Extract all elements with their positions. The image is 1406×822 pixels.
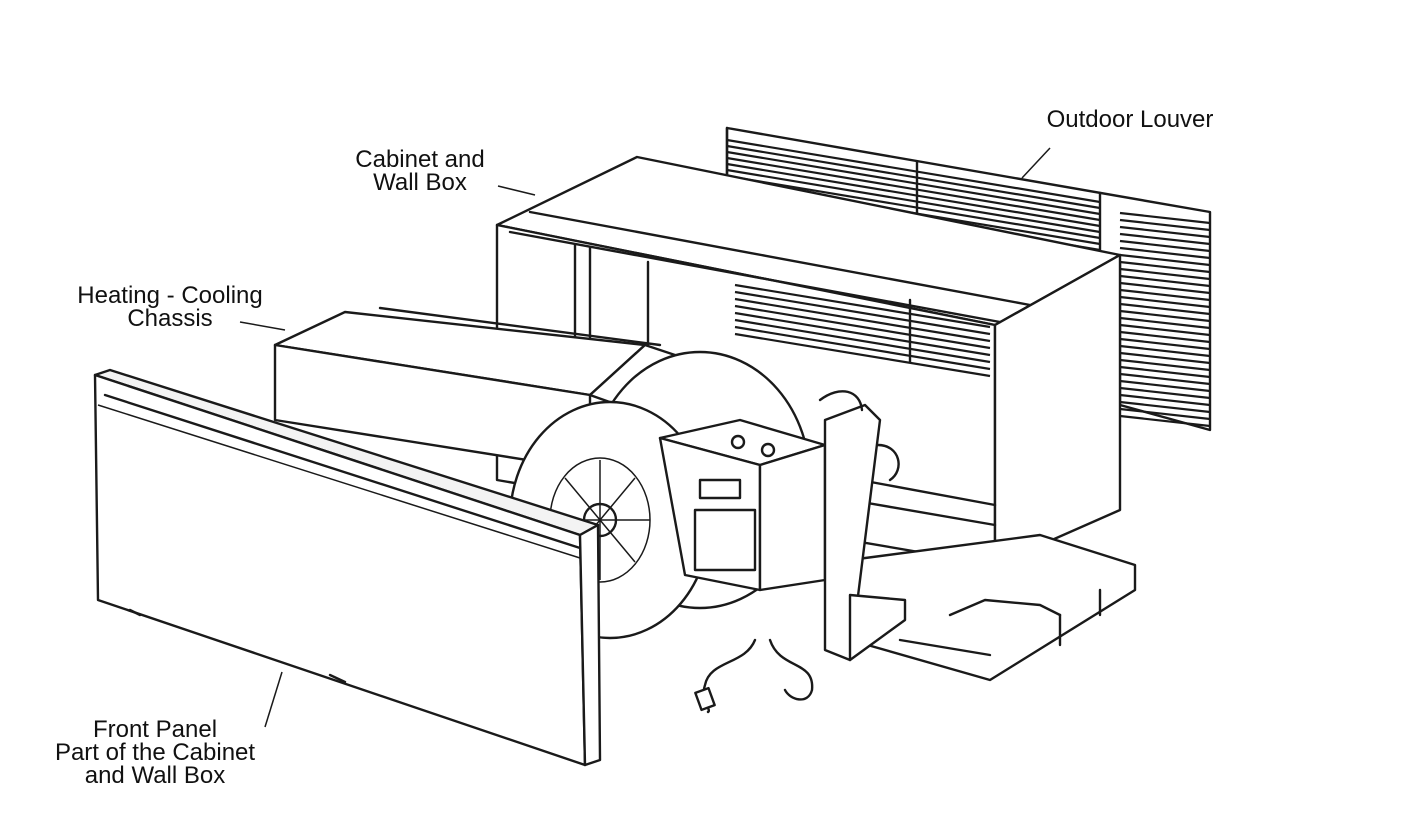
base-pan: [848, 533, 1137, 682]
louver-slat: [1119, 218, 1211, 232]
louver-slat: [1119, 386, 1211, 400]
louver-slat: [1119, 211, 1211, 225]
inner-louver-slat: [734, 311, 991, 357]
louver-slat: [1119, 288, 1211, 302]
louver-slat: [726, 156, 1101, 222]
label-line: Heating - Cooling: [77, 282, 263, 309]
louver-slat: [726, 138, 1101, 204]
inner-louver-slat: [734, 318, 991, 364]
louver-slat: [1119, 407, 1211, 421]
inner-louver-slat: [734, 325, 991, 371]
louver-slat: [1119, 344, 1211, 358]
louver-slat: [1119, 302, 1211, 316]
louver-slat: [726, 162, 1101, 228]
louver-slat: [1119, 330, 1211, 344]
louver-slat: [1119, 309, 1211, 323]
label-line: and Wall Box: [84, 762, 226, 789]
label-front-panel: Front Panel Part of the Cabinet and Wall…: [54, 716, 256, 789]
label-line: Front Panel: [92, 716, 218, 743]
leader-cabinet-wall-box: [497, 185, 536, 196]
leader-lines: [239, 147, 1051, 728]
inner-louver-slat: [734, 304, 991, 350]
louver-slat: [726, 150, 1101, 216]
louver-slat: [1119, 281, 1211, 295]
louver-slat: [1119, 253, 1211, 267]
leader-heating-cooling-chassis: [239, 321, 286, 331]
louver-slat: [1119, 393, 1211, 407]
louver-slat: [1119, 225, 1211, 239]
front-panel: [93, 368, 602, 767]
louver-slat: [726, 174, 1101, 240]
louver-slat: [1119, 372, 1211, 386]
louver-slat: [1119, 260, 1211, 274]
leader-outdoor-louver: [1021, 147, 1051, 179]
louver-slat: [1119, 274, 1211, 288]
label-cabinet-wall-box: Cabinet and Wall Box: [355, 146, 485, 196]
label-line: Wall Box: [373, 169, 467, 196]
louver-slat: [1119, 323, 1211, 337]
louver-slat: [726, 144, 1101, 210]
leader-front-panel: [264, 671, 283, 728]
inner-louver-slat: [734, 290, 991, 336]
louver-slat: [1119, 379, 1211, 393]
label-line: Part of the Cabinet: [54, 739, 256, 766]
label-line: Chassis: [127, 305, 213, 332]
louver-slat: [1119, 316, 1211, 330]
louver-slat: [1119, 358, 1211, 372]
louver-slat: [1119, 232, 1211, 246]
louver-slat: [1119, 239, 1211, 253]
louver-slat: [1119, 365, 1211, 379]
label-heating-cooling-chassis: Heating - Cooling Chassis: [77, 282, 263, 332]
louver-slat: [1119, 246, 1211, 260]
label-line: Cabinet and: [355, 146, 485, 173]
label-line: Outdoor Louver: [1046, 106, 1214, 133]
inner-louver-slat: [734, 332, 991, 378]
louver-slat: [1119, 400, 1211, 414]
inner-louver-slat: [734, 297, 991, 343]
louver-slat: [726, 168, 1101, 234]
louver-slat: [1119, 295, 1211, 309]
louver-slat: [1119, 337, 1211, 351]
louver-slat: [1119, 267, 1211, 281]
label-outdoor-louver: Outdoor Louver: [1046, 106, 1214, 133]
louver-slat: [1119, 351, 1211, 365]
louver-slat: [1119, 414, 1211, 428]
inner-louver-slat: [734, 283, 991, 329]
